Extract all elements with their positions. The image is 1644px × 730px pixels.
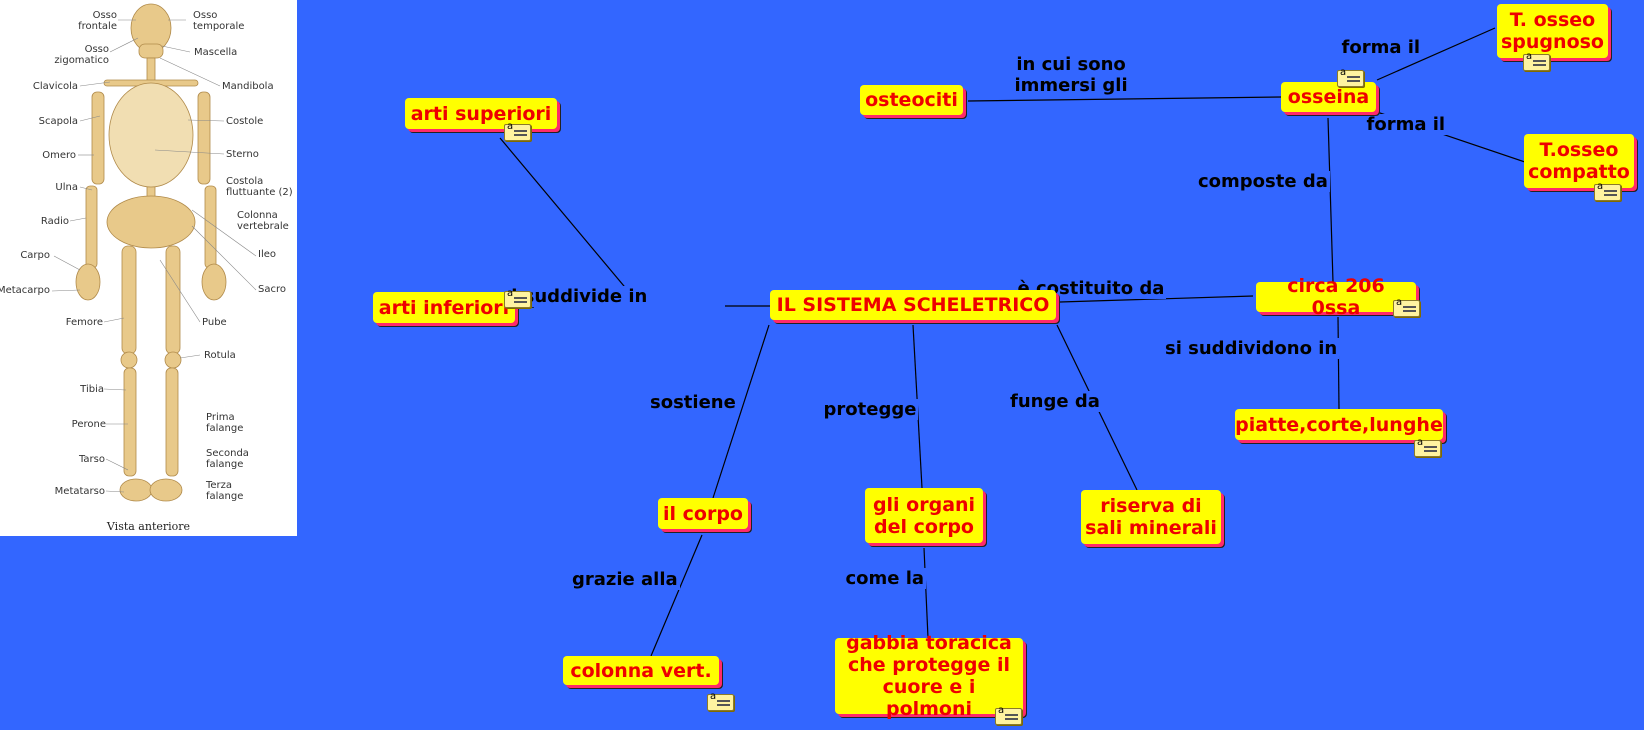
phrase-funge-da: funge da: [1008, 390, 1102, 412]
label-costola-fluttuante: Costola fluttuante (2): [226, 176, 293, 198]
label-scapola: Scapola: [38, 116, 78, 127]
link: [1376, 27, 1496, 81]
note-icon[interactable]: [504, 121, 531, 141]
link: [1337, 316, 1340, 410]
concept-piatte-corte-lunghe[interactable]: piatte,corte,lunghe: [1235, 409, 1443, 440]
concept-label: colonna vert.: [570, 659, 712, 682]
label-metatarso: Metatarso: [54, 486, 105, 497]
label-perone: Perone: [71, 419, 106, 430]
concept-arti-superiori[interactable]: arti superiori: [405, 98, 557, 129]
concept-tessuto-compatto[interactable]: T.osseo compatto: [1524, 134, 1634, 188]
label-sacro: Sacro: [258, 284, 286, 295]
label-mascella: Mascella: [194, 47, 238, 58]
phrase-forma-il-spugnoso: forma il: [1339, 36, 1423, 58]
label-osso-temporale: Osso temporale: [193, 10, 245, 32]
concept-tessuto-spugnoso[interactable]: T. osseo spugnoso: [1497, 4, 1608, 58]
note-icon[interactable]: [1414, 437, 1441, 457]
note-icon[interactable]: [995, 705, 1022, 725]
label-colonna-vertebrale: Colonna vertebrale: [237, 210, 289, 232]
link: [650, 534, 703, 657]
phrase-si-suddividono-in: si suddividono in: [1163, 337, 1340, 359]
label-tibia: Tibia: [80, 384, 104, 395]
concept-osteociti[interactable]: osteociti: [860, 85, 963, 115]
concept-label: IL SISTEMA SCHELETRICO: [776, 294, 1050, 316]
link: [967, 96, 1282, 102]
label-pube: Pube: [202, 317, 227, 328]
label-omero: Omero: [42, 150, 76, 161]
label-clavicola: Clavicola: [32, 81, 78, 92]
label-terza-falange: Terza falange: [206, 480, 244, 502]
concept-colonna-vert[interactable]: colonna vert.: [563, 656, 719, 685]
link: [499, 137, 635, 299]
concept-label: osseina: [1287, 86, 1370, 108]
concept-organi-del-corpo[interactable]: gli organi del corpo: [865, 488, 983, 543]
label-metacarpo: Metacarpo: [0, 285, 50, 296]
label-seconda-falange: Seconda falange: [206, 448, 249, 470]
concept-label: arti inferiori: [378, 296, 510, 319]
label-ulna: Ulna: [55, 182, 78, 193]
concept-il-corpo[interactable]: il corpo: [658, 498, 748, 529]
skeleton-caption: Vista anteriore: [106, 520, 191, 533]
concept-circa-206-ossa[interactable]: circa 206 0ssa: [1256, 275, 1416, 319]
label-radio: Radio: [40, 216, 69, 227]
note-icon[interactable]: [1337, 67, 1364, 87]
concept-label: gabbia toracica che protegge il cuore e …: [846, 632, 1012, 720]
concept-label: piatte,corte,lunghe: [1235, 413, 1443, 436]
concept-sistema-scheletrico[interactable]: IL SISTEMA SCHELETRICO: [770, 290, 1056, 320]
skeleton-drawing: [51, 3, 257, 502]
phrase-composte-da: composte da: [1196, 170, 1330, 192]
concept-label: riserva di sali minerali: [1085, 495, 1217, 539]
label-prima-falange: Prima falange: [206, 412, 244, 434]
link: [712, 324, 770, 499]
label-costole: Costole: [226, 116, 264, 127]
phrase-sostiene: sostiene: [648, 391, 738, 413]
concept-label: gli organi del corpo: [872, 493, 976, 538]
label-sterno: Sterno: [226, 149, 259, 160]
note-icon[interactable]: [1393, 297, 1420, 317]
phrase-grazie-alla: grazie alla: [570, 568, 680, 590]
label-osso-frontale: Osso frontale: [78, 10, 117, 32]
label-rotula: Rotula: [204, 350, 236, 361]
label-tarso: Tarso: [78, 454, 105, 465]
concept-label: T.osseo compatto: [1528, 139, 1630, 183]
phrase-protegge: protegge: [821, 398, 919, 420]
note-icon[interactable]: [707, 691, 734, 711]
concept-label: il corpo: [663, 502, 743, 525]
label-carpo: Carpo: [20, 250, 50, 261]
note-icon[interactable]: [1523, 51, 1550, 71]
concept-label: osteociti: [865, 89, 958, 111]
concept-gabbia-toracica[interactable]: gabbia toracica che protegge il cuore e …: [835, 632, 1023, 720]
note-icon[interactable]: [1594, 181, 1621, 201]
phrase-in-cui-sono-immersi-gli: in cui sono immersi gli: [1012, 54, 1130, 96]
phrase-forma-il-compatto: forma il: [1364, 113, 1448, 135]
link: [923, 547, 929, 639]
label-ileo: Ileo: [258, 249, 276, 260]
concept-label: circa 206 0ssa: [1287, 275, 1385, 319]
phrase-come-la: come la: [843, 567, 927, 589]
skeleton-image: Osso frontale Osso temporale Osso zigoma…: [0, 0, 297, 536]
concept-label: arti superiori: [410, 102, 552, 125]
link: [1327, 117, 1334, 283]
concept-osseina[interactable]: osseina: [1281, 82, 1376, 112]
note-icon[interactable]: [504, 288, 531, 308]
concept-riserva-sali-minerali[interactable]: riserva di sali minerali: [1081, 490, 1221, 544]
label-mandibola: Mandibola: [222, 81, 274, 92]
concept-label: T. osseo spugnoso: [1501, 9, 1604, 53]
concept-arti-inferiori[interactable]: arti inferiori: [373, 292, 515, 323]
link: [1059, 295, 1254, 303]
label-femore: Femore: [65, 317, 103, 328]
label-osso-zigomatico: Osso zigomatico: [54, 44, 109, 66]
